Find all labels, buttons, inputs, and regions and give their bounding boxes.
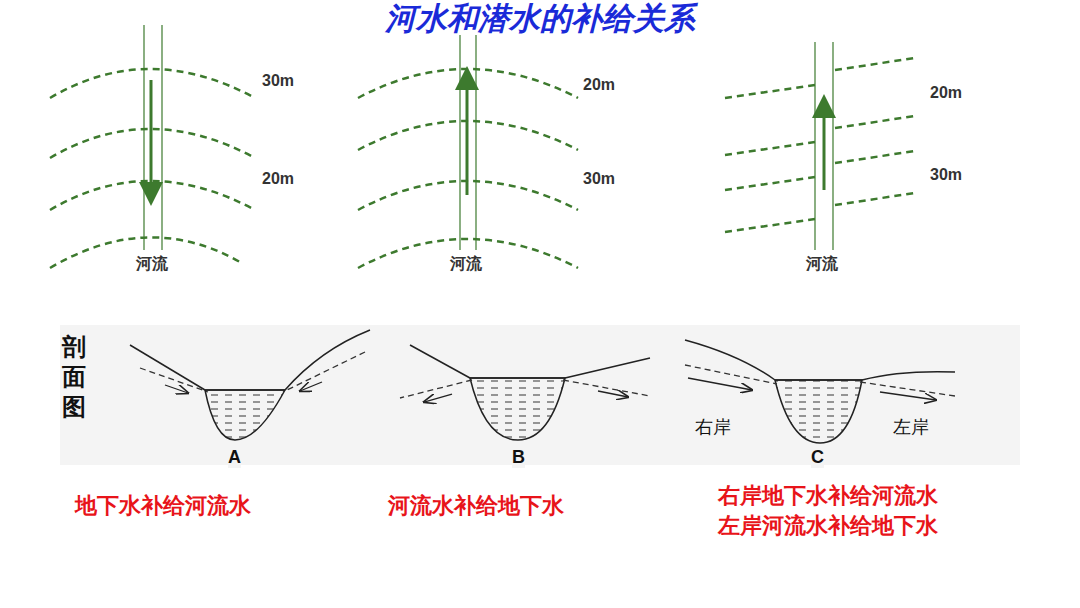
- caption-text: 左岸河流水补给地下水: [718, 514, 938, 538]
- profile-letter: B: [512, 448, 525, 468]
- vertical-heading: 剖面图: [62, 332, 86, 422]
- caption-text: 右岸地下水补给河流水: [718, 484, 938, 508]
- river-label: 河流: [136, 255, 168, 273]
- contour-value: 30m: [262, 72, 294, 90]
- bank-label: 右岸: [695, 418, 731, 438]
- caption-text: 地下水补给河流水: [75, 494, 251, 518]
- title: 河水和潜水的补给关系: [385, 2, 695, 36]
- contour-value: 30m: [583, 170, 615, 188]
- profile-letter: A: [228, 448, 241, 468]
- contour-value: 20m: [262, 170, 294, 188]
- bank-label: 左岸: [893, 418, 929, 438]
- river-label: 河流: [450, 255, 482, 273]
- river-label: 河流: [806, 255, 838, 273]
- contour-value: 20m: [583, 76, 615, 94]
- contour-value: 30m: [930, 166, 962, 184]
- contour-value: 20m: [930, 84, 962, 102]
- caption-text: 河流水补给地下水: [388, 494, 564, 518]
- profile-letter: C: [811, 448, 824, 468]
